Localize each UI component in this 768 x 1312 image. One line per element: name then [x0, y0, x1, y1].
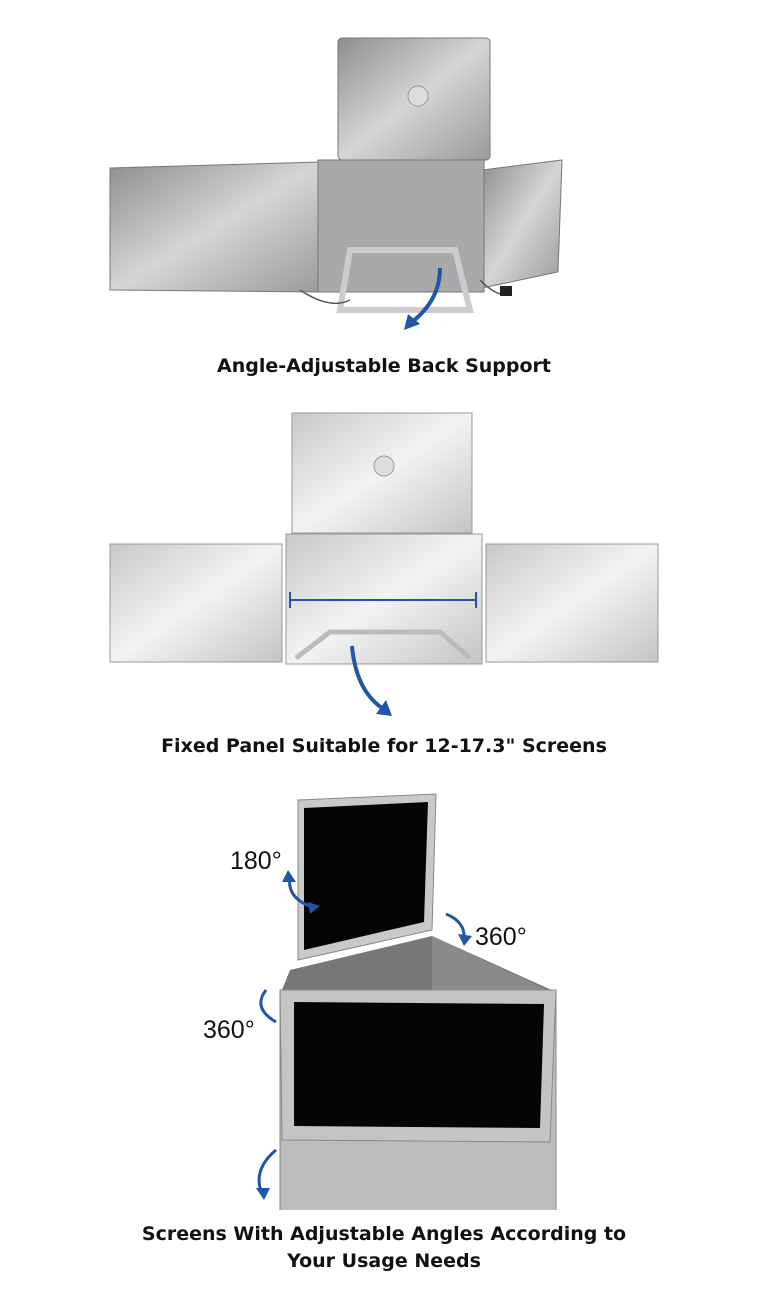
angle-label-right: 360° [475, 923, 527, 951]
arrow-icon [410, 267, 442, 324]
fixed-panel-illustration [109, 412, 659, 716]
arrow-icon [350, 645, 384, 710]
caption-fixed-panel: Fixed Panel Suitable for 12-17.3" Screen… [161, 735, 607, 757]
logo-icon [373, 455, 395, 477]
angle-label-top: 180° [230, 847, 282, 875]
adjustable-angles-illustration [256, 793, 557, 1210]
angle-label-left: 360° [203, 1016, 255, 1044]
right-panel [481, 159, 563, 289]
caption-line-2: Your Usage Needs [287, 1250, 481, 1272]
top-screen [304, 802, 428, 950]
logo-icon [407, 85, 429, 107]
bottom-screen [294, 1002, 544, 1128]
back-support-illustration [109, 37, 563, 330]
left-panel [109, 161, 323, 293]
caption-line-1: Screens With Adjustable Angles According… [141, 1223, 627, 1245]
caption-back-support: Angle-Adjustable Back Support [216, 355, 552, 377]
arrow-icon [257, 1148, 277, 1195]
caption-adjustable-angles: Screens With Adjustable Angles According… [0, 1221, 768, 1275]
